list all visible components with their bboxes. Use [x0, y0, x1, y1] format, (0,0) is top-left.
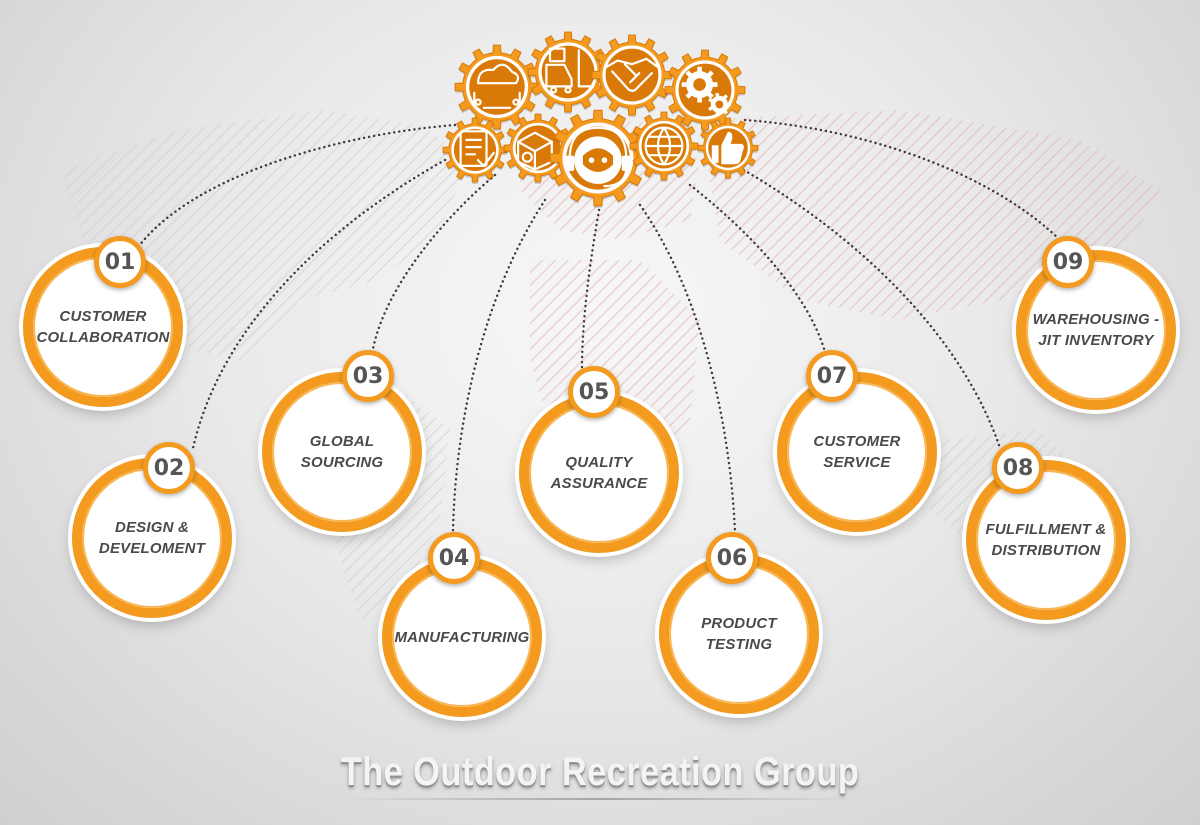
connector-line-04 [451, 198, 547, 534]
step-number-02: 02 [143, 442, 195, 494]
step-number-06: 06 [706, 532, 758, 584]
gear-cluster-hub [442, 31, 759, 208]
step-number-07: 07 [806, 350, 858, 402]
checklist-icon [459, 130, 495, 167]
hub-gear-7 [549, 109, 647, 208]
connector-line-07 [688, 183, 827, 354]
step-label-07: CUSTOMER SERVICE [813, 433, 901, 471]
hub-gear-9 [697, 117, 759, 180]
cloud-network-icon [473, 63, 521, 109]
step-label-01: CUSTOMER COLLABORATION [36, 308, 170, 346]
globe-icon [644, 126, 684, 166]
customer-support-icon [565, 126, 631, 188]
step-number-09: 09 [1042, 236, 1094, 288]
thumbs-up-icon [711, 131, 744, 165]
hub-gear-2 [527, 31, 609, 114]
hub-gear-6 [503, 113, 573, 184]
step-circle-06: PRODUCT TESTING [659, 554, 819, 714]
hub-gear-1 [454, 44, 540, 131]
step-label-03: GLOBAL SOURCING [300, 433, 384, 471]
step-label-08: FULFILLMENT & DISTRIBUTION [985, 521, 1107, 559]
step-number-03: 03 [342, 350, 394, 402]
step-circle-07: CUSTOMER SERVICE [777, 372, 937, 532]
step-label-06: PRODUCT TESTING [701, 615, 777, 653]
step-circle-08: FULFILLMENT & DISTRIBUTION [966, 460, 1126, 620]
hub-gear-8 [629, 111, 699, 182]
brand-title: The Outdoor Recreation Group [340, 750, 860, 794]
connector-line-01 [130, 123, 457, 258]
step-number-04: 04 [428, 532, 480, 584]
step-label-04: MANUFACTURING [394, 628, 530, 646]
step-circle-09: WAREHOUSING - JIT INVENTORY [1016, 250, 1176, 410]
hub-gear-5 [442, 117, 508, 184]
step-number-01: 01 [94, 236, 146, 288]
step-label-09: WAREHOUSING - JIT INVENTORY [1032, 311, 1160, 349]
brand-underline [340, 798, 860, 800]
step-number-05: 05 [568, 366, 620, 418]
hub-gear-3 [591, 34, 673, 117]
connector-line-06 [638, 203, 737, 534]
handshake-icon [603, 57, 661, 92]
forklift-icon [545, 47, 595, 94]
step-label-02: DESIGN & DEVELOMENT [98, 519, 206, 557]
step-circle-01: CUSTOMER COLLABORATION [23, 247, 183, 407]
connector-line-05 [580, 203, 602, 370]
connector-line-03 [370, 173, 497, 357]
step-label-05: QUALITY ASSURANCE [550, 454, 648, 492]
step-number-08: 08 [992, 442, 1044, 494]
connector-lines [130, 118, 1064, 534]
settings-gears-icon [681, 66, 731, 117]
hub-gear-4 [664, 49, 746, 132]
step-circle-03: GLOBAL SOURCING [262, 372, 422, 532]
